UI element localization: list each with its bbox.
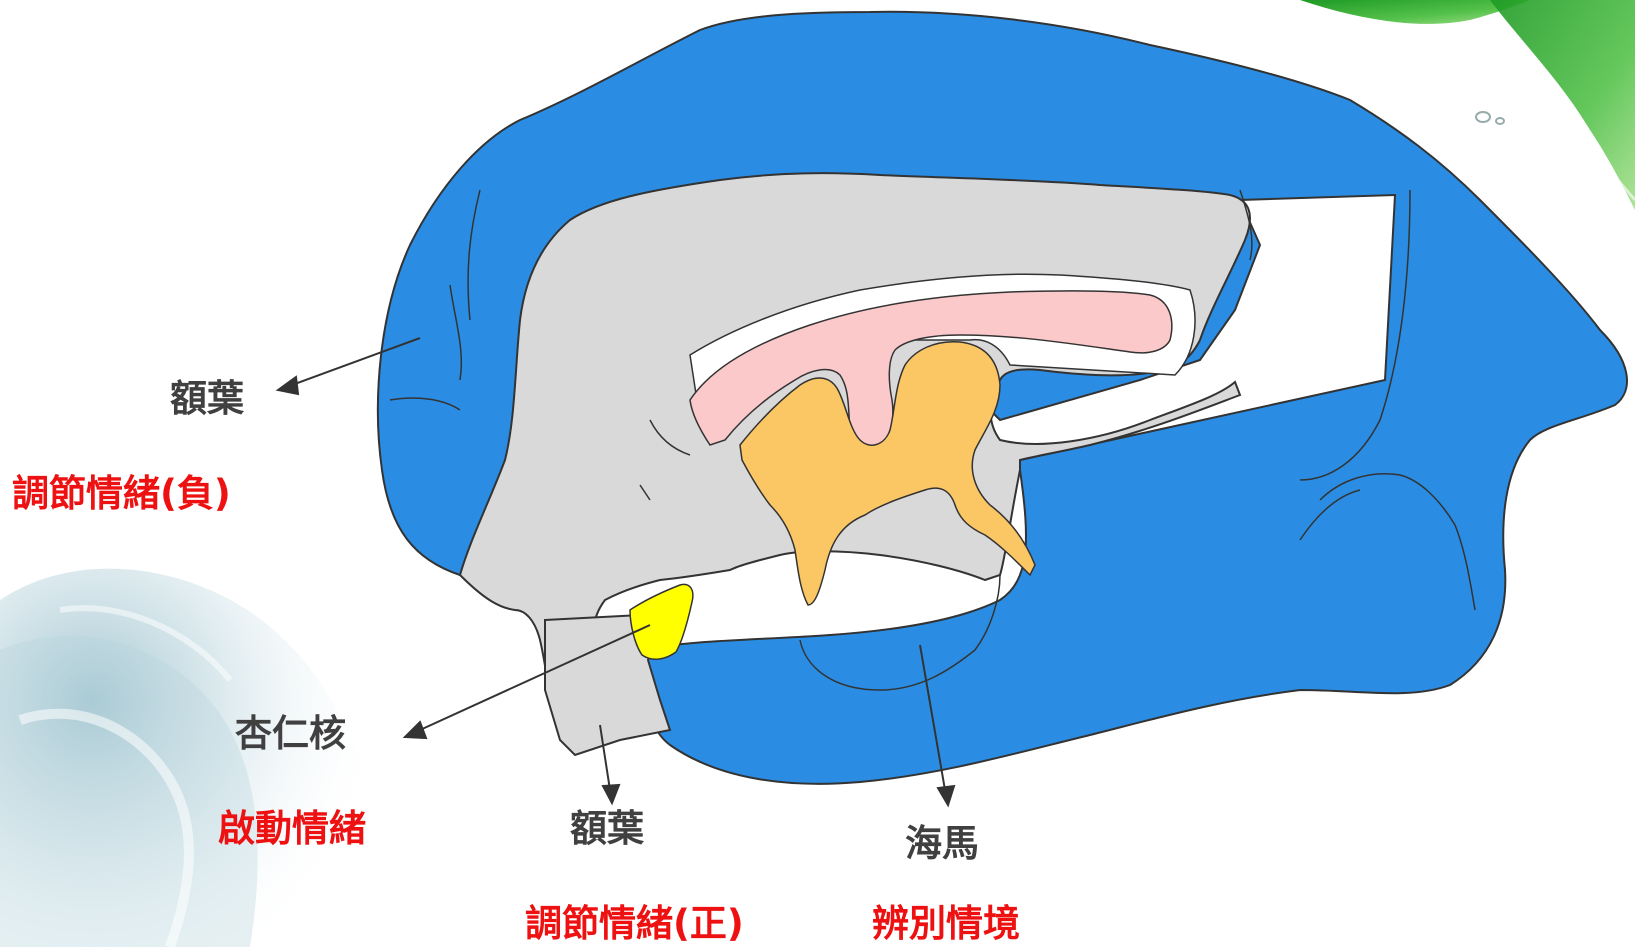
arrow-frontal-bottom-head	[603, 785, 619, 803]
arrow-amygdala-head	[405, 722, 426, 738]
label-hippocampus-role: 辨別情境	[872, 905, 1020, 942]
label-frontal-lobe-top: 額葉	[170, 380, 244, 417]
label-frontal-lobe-bottom: 額葉	[570, 810, 644, 847]
label-hippocampus: 海馬	[905, 825, 979, 862]
arrow-frontal-top-head	[278, 377, 298, 394]
label-frontal-lobe-top-role: 調節情緒(負)	[12, 475, 231, 512]
background-swirl	[0, 569, 371, 947]
label-frontal-lobe-bottom-role: 調節情緒(正)	[525, 905, 744, 942]
arrow-hippocampus-head	[938, 786, 954, 805]
label-amygdala: 杏仁核	[235, 715, 346, 752]
label-amygdala-role: 啟動情緒	[218, 810, 366, 847]
